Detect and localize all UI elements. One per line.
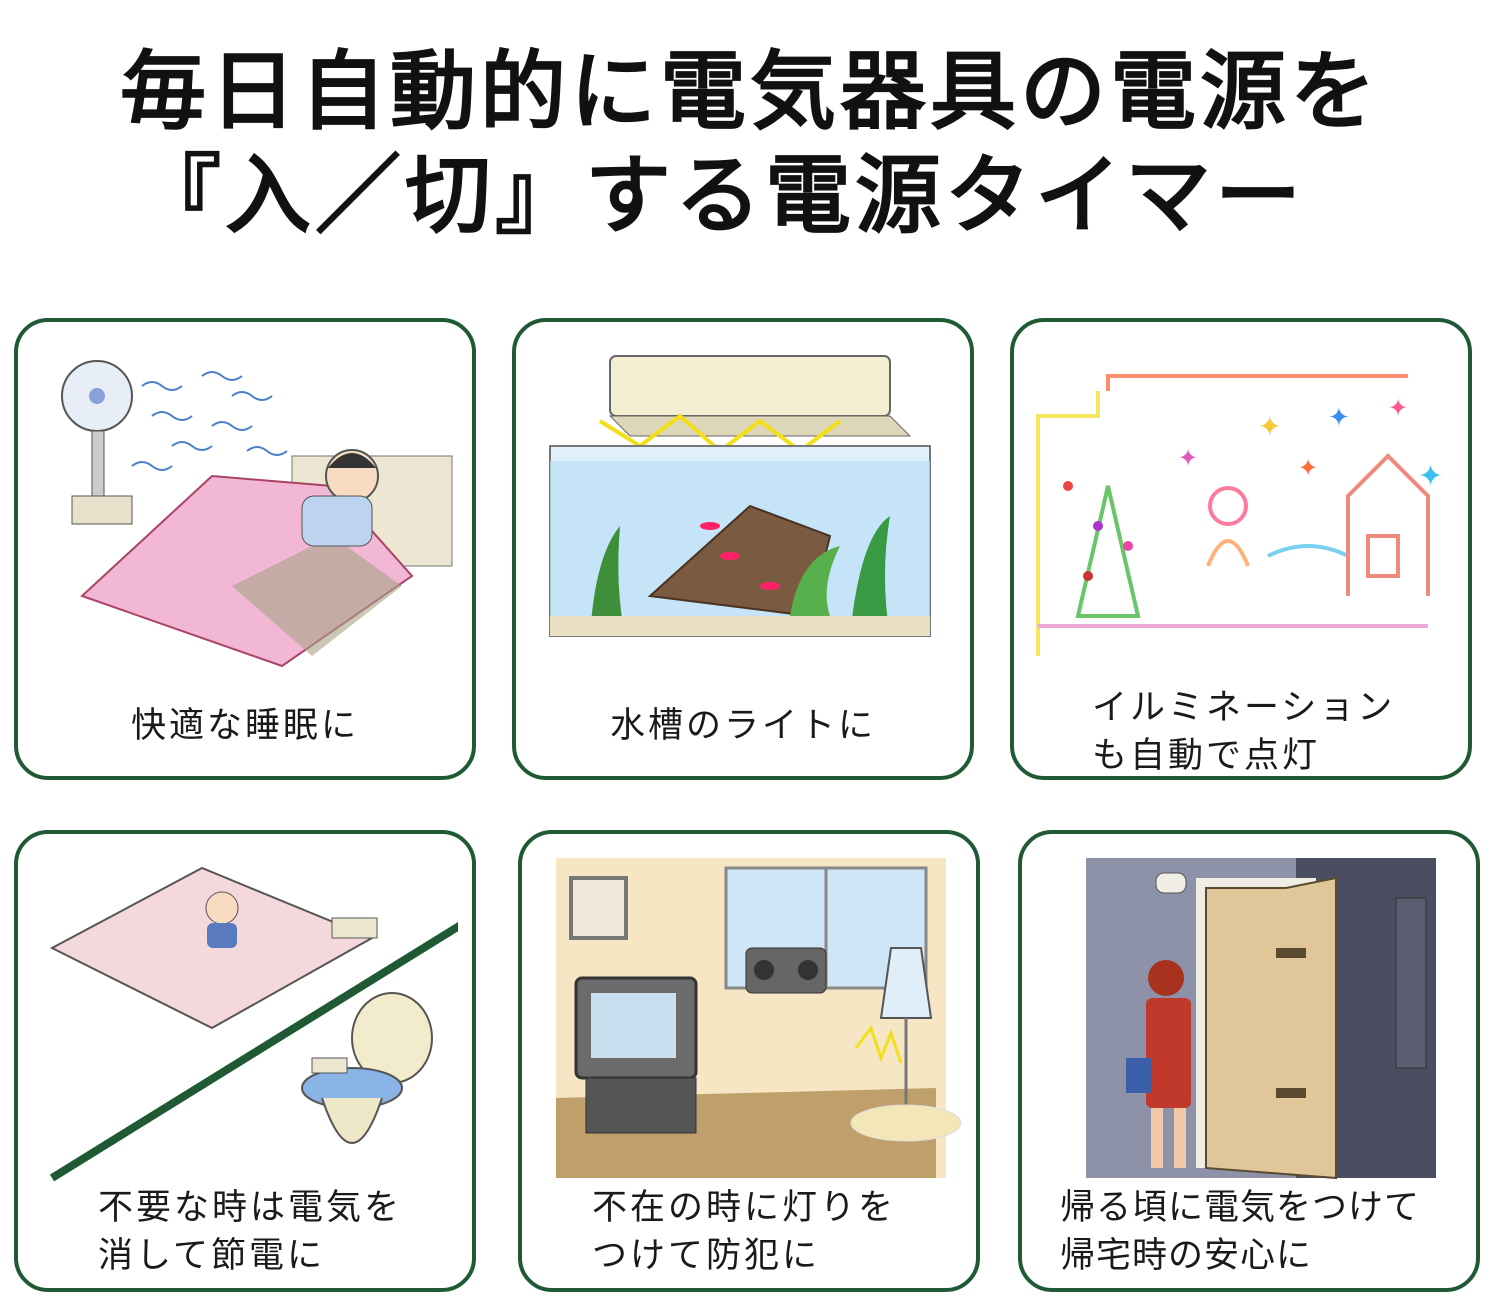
card-4-line-1: 不要な時は電気を [98,1188,403,1228]
card-saving: 不要な時は電気を 消して節電に [14,830,476,1292]
svg-text:✦: ✦ [1178,444,1198,472]
door-illustration [1086,858,1436,1180]
carpet-toilet-illustration [49,866,458,1182]
aquarium-illustration [549,355,931,637]
card-security: 不在の時に灯りを つけて防犯に [518,830,980,1292]
svg-text:✦: ✦ [1298,454,1318,482]
card-6-line-2: 帰宅時の安心に [1060,1236,1313,1276]
svg-text:✦: ✦ [1328,403,1350,433]
card-5-line-1: 不在の時に灯りを [592,1188,897,1228]
title-line-2: 『入／切』する電源タイマー [135,146,1305,246]
card-6-caption: 帰る頃に電気をつけて 帰宅時の安心に [1060,1184,1476,1280]
card-3-caption: イルミネーション も自動で点灯 [1092,684,1468,776]
page-title: 毎日自動的に電気器具の電源を 『入／切』する電源タイマー [0,40,1500,248]
card-sleep: 快適な睡眠に [14,318,476,780]
card-4-caption: 不要な時は電気を 消して節電に [98,1184,472,1280]
fan-sleep-illustration [61,360,453,668]
living-room-illustration [556,858,962,1178]
illumination-illustration: ✦ ✦ ✦ ✦ ✦ ✦ [1036,374,1443,656]
card-6-line-1: 帰る頃に電気をつけて [1060,1188,1421,1228]
svg-text:✦: ✦ [1388,394,1408,422]
card-5-line-2: つけて防犯に [592,1236,821,1276]
card-2-caption: 水槽のライトに [516,702,970,750]
title-line-1: 毎日自動的に電気器具の電源を [120,42,1380,142]
card-3-line-1: イルミネーション [1092,688,1396,728]
card-homecoming: 帰る頃に電気をつけて 帰宅時の安心に [1018,830,1480,1292]
card-2-line-1: 水槽のライトに [609,706,876,746]
card-illumination: ✦ ✦ ✦ ✦ ✦ ✦ イルミネーション も自動で点灯 [1010,318,1472,780]
svg-text:✦: ✦ [1418,459,1443,494]
card-4-line-2: 消して節電に [98,1236,325,1276]
card-5-caption: 不在の時に灯りを つけて防犯に [592,1184,976,1280]
card-1-caption: 快適な睡眠に [18,702,472,750]
svg-text:✦: ✦ [1258,410,1281,443]
card-3-line-2: も自動で点灯 [1092,736,1321,776]
card-1-line-1: 快適な睡眠に [130,706,359,746]
card-aquarium: 水槽のライトに [512,318,974,780]
